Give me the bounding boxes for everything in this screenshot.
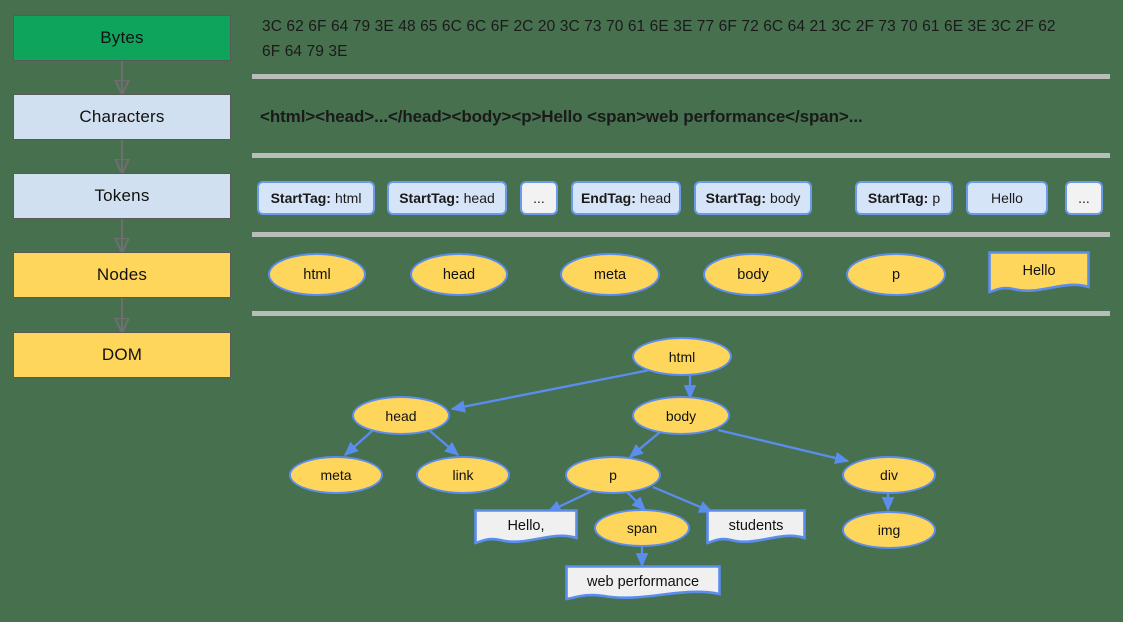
token-kind: StartTag:: [399, 190, 460, 206]
node-label: p: [891, 266, 901, 283]
dom-node-body[interactable]: body: [632, 396, 730, 435]
bytes-hex-dump: 3C 62 6F 64 79 3E 48 65 6C 6C 6F 2C 20 3…: [262, 18, 1061, 60]
edge-head-link: [429, 430, 460, 456]
node-label: head: [442, 266, 476, 283]
pipeline-stage-characters: Characters: [13, 94, 231, 140]
token-kind: EndTag:: [580, 190, 636, 206]
token-chip[interactable]: ...: [520, 181, 558, 215]
token-value: p: [932, 190, 941, 206]
characters-markup: <html><head>...</head><body><p>Hello <sp…: [260, 107, 863, 126]
token-chip[interactable]: Hello: [966, 181, 1048, 215]
dom-node-label: span: [626, 520, 658, 536]
edge-html-head: [450, 367, 656, 413]
edge-p-students: [652, 485, 714, 514]
dom-node-label: body: [665, 407, 697, 424]
token-value: head: [463, 190, 495, 206]
dom-node-html[interactable]: html: [632, 337, 732, 376]
separator-2: [252, 153, 1110, 158]
node-ellipse[interactable]: body: [703, 253, 803, 296]
node-ellipse[interactable]: head: [410, 253, 508, 296]
token-chip[interactable]: ...: [1065, 181, 1103, 215]
separator-3: [252, 232, 1110, 237]
edge-head-meta: [343, 430, 373, 456]
dom-node-label: Hello,: [507, 517, 545, 534]
pipeline-stage-nodes: Nodes: [13, 252, 231, 298]
node-label: Hello: [1022, 263, 1056, 279]
token-value: head: [639, 190, 672, 206]
token-chip[interactable]: StartTag:head: [387, 181, 507, 215]
token-chip[interactable]: EndTag:head: [571, 181, 681, 215]
edge-body-p: [628, 431, 661, 458]
edge-body-div: [717, 428, 850, 465]
token-kind: StartTag:: [867, 190, 929, 206]
dom-node-span[interactable]: span: [594, 509, 690, 547]
dom-node-div[interactable]: div: [842, 456, 936, 494]
dom-node-meta[interactable]: meta: [289, 456, 383, 494]
node-label: body: [737, 266, 769, 283]
pipeline-stage-tokens: Tokens: [13, 173, 231, 219]
node-document[interactable]: Hello: [988, 251, 1090, 296]
pipeline-stage-label: Nodes: [96, 265, 148, 284]
node-ellipse[interactable]: html: [268, 253, 366, 296]
token-chip[interactable]: StartTag:html: [257, 181, 375, 215]
token-kind: StartTag:: [270, 190, 331, 206]
dom-node-label: p: [609, 467, 617, 483]
pipeline-stage-label: DOM: [101, 345, 143, 364]
token-value: ...: [533, 190, 545, 206]
pipeline-stage-dom: DOM: [13, 332, 231, 378]
dom-node-p[interactable]: p: [565, 456, 661, 494]
dom-text-node-webperf[interactable]: web performance: [565, 565, 721, 603]
token-value: Hello: [991, 190, 1023, 206]
node-ellipse[interactable]: p: [846, 253, 946, 296]
dom-node-label: meta: [320, 467, 352, 483]
token-value: html: [334, 190, 362, 206]
dom-text-node-students[interactable]: students: [706, 509, 806, 547]
token-value: ...: [1078, 190, 1090, 206]
dom-node-label: students: [728, 517, 784, 534]
edge-p-span: [626, 491, 646, 511]
dom-node-label: div: [880, 467, 898, 483]
token-value: body: [770, 190, 801, 206]
token-kind: StartTag:: [705, 190, 767, 206]
separator-4: [252, 311, 1110, 316]
dom-node-label: link: [452, 467, 474, 483]
node-label: meta: [593, 266, 627, 283]
pipeline-stage-bytes: Bytes: [13, 15, 231, 61]
dom-node-head[interactable]: head: [352, 396, 450, 435]
dom-node-label: head: [385, 407, 417, 424]
pipeline-stage-label: Tokens: [94, 186, 150, 205]
pipeline-stage-label: Bytes: [100, 28, 144, 47]
token-chip[interactable]: StartTag:body: [694, 181, 812, 215]
token-chip[interactable]: StartTag:p: [855, 181, 953, 215]
pipeline-stage-label: Characters: [79, 107, 165, 126]
node-label: html: [303, 266, 331, 283]
dom-node-label: web performance: [586, 573, 700, 590]
dom-node-link[interactable]: link: [416, 456, 510, 494]
node-ellipse[interactable]: meta: [560, 253, 660, 296]
dom-node-label: img: [877, 522, 901, 538]
dom-node-label: html: [668, 348, 696, 365]
dom-text-node-hello[interactable]: Hello,: [474, 509, 578, 547]
dom-node-img[interactable]: img: [842, 511, 936, 549]
separator-1: [252, 74, 1110, 79]
